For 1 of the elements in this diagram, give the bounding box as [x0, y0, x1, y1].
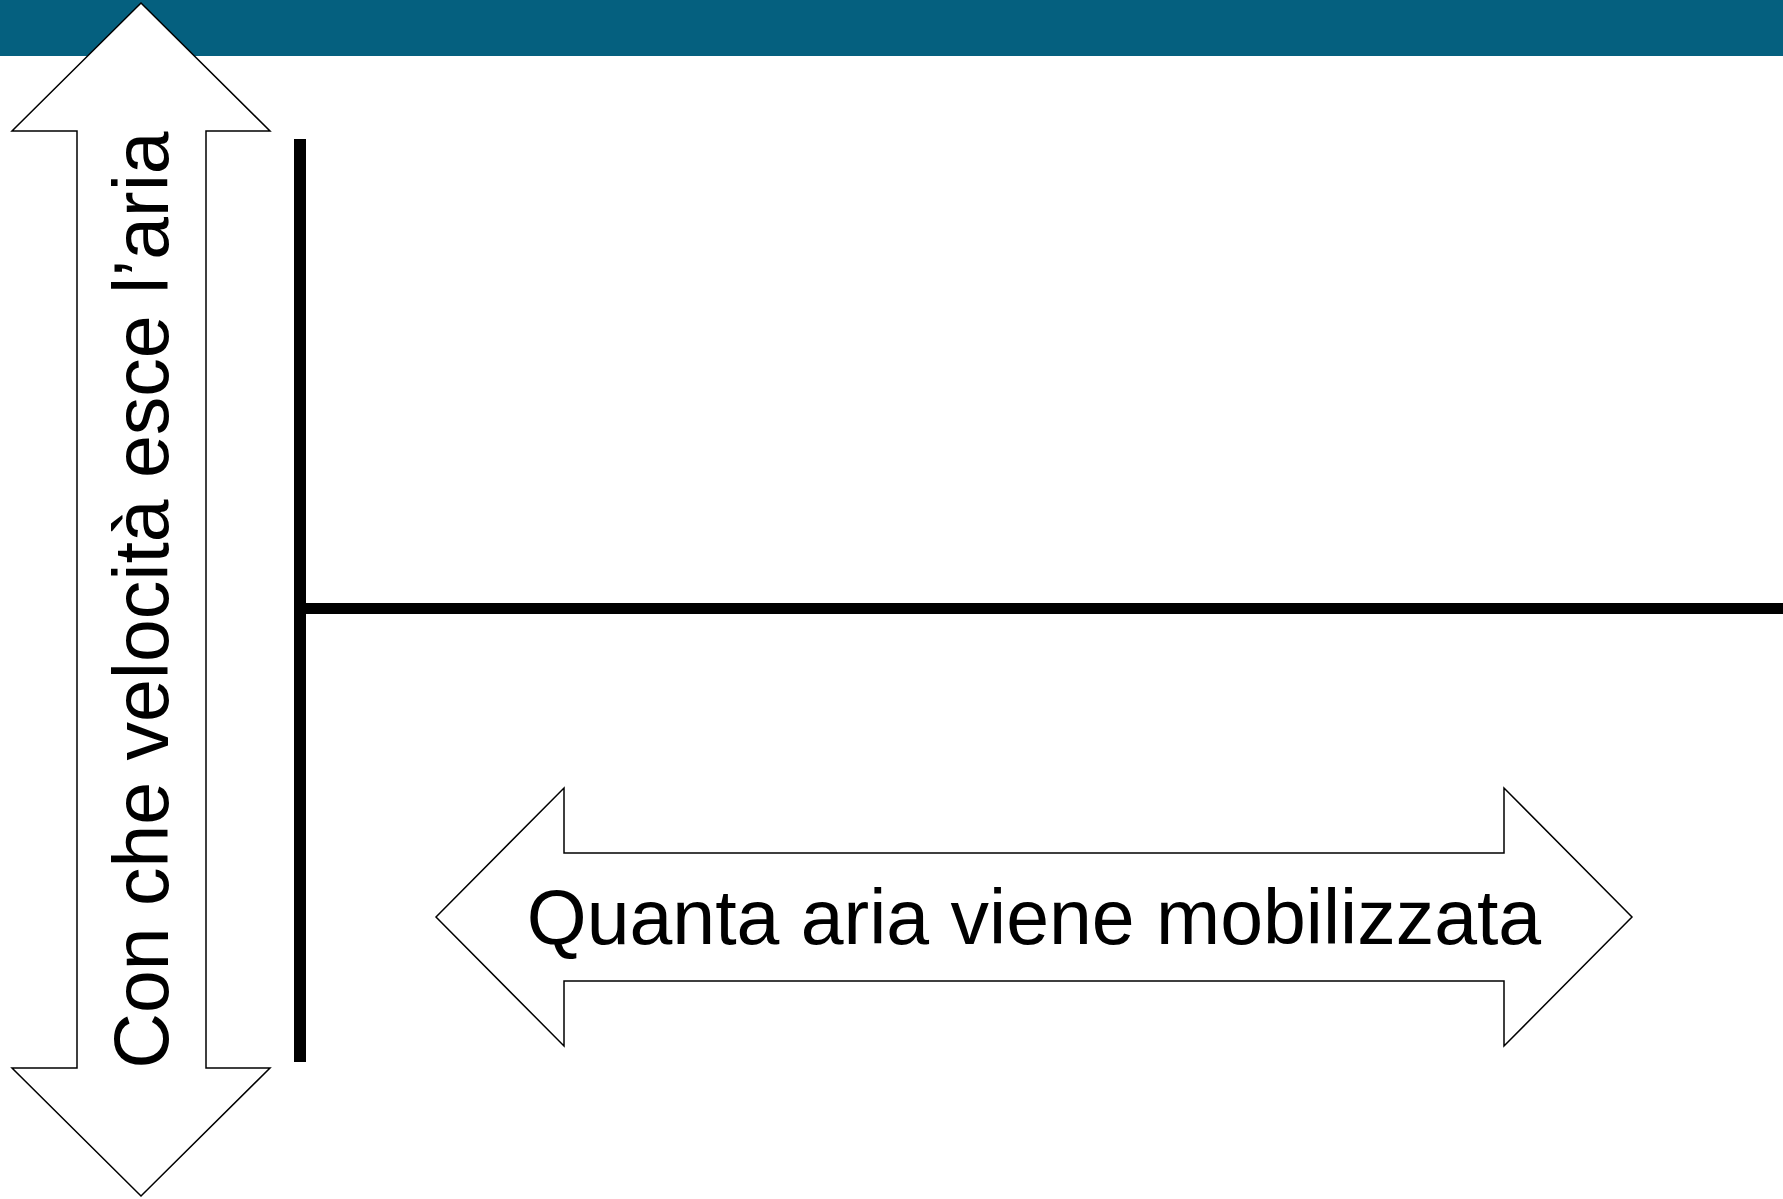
axis-label: Con che velocità esce l’aria [102, 130, 180, 1069]
